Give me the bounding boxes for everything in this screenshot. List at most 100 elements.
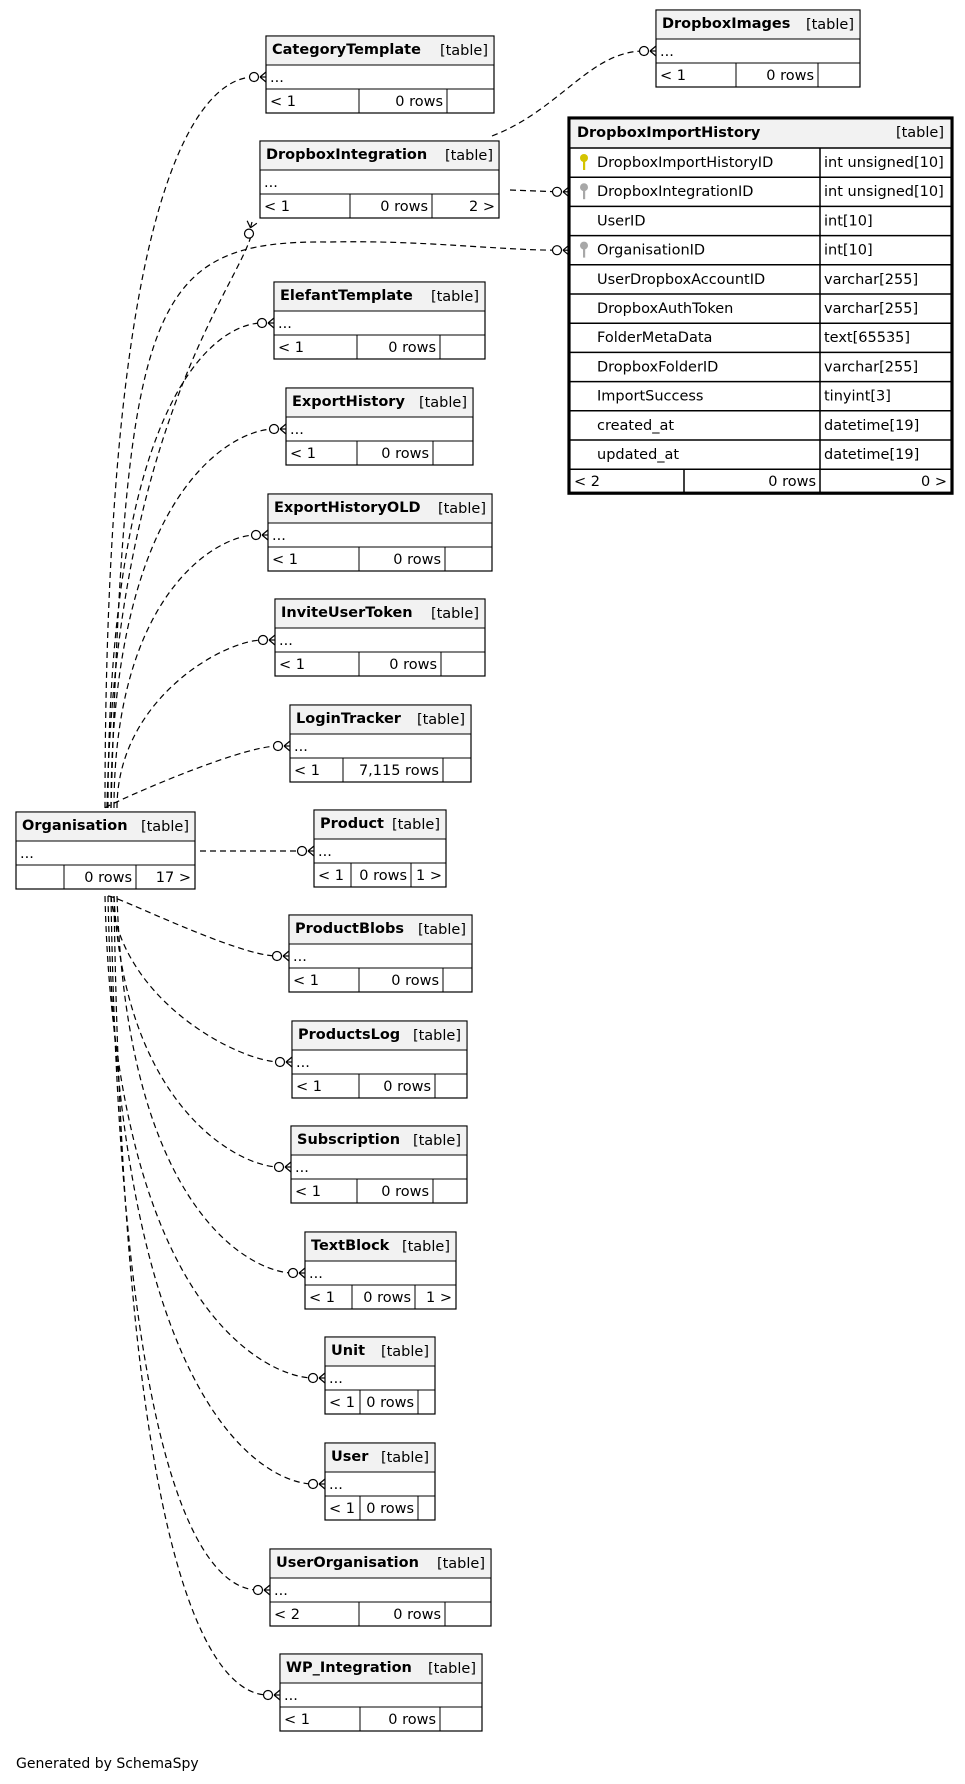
table-name: InviteUserToken [281, 605, 413, 621]
optional-circle [274, 1056, 286, 1068]
row-count: 0 rows [391, 973, 439, 989]
table-ellipsis: ... [264, 175, 278, 191]
crow-foot-userorganisation [252, 1584, 271, 1596]
crow-foot-line [284, 1166, 292, 1173]
edge-organisation-exporthistoryold [113, 534, 257, 809]
crow-foot-wpintegration [262, 1689, 281, 1701]
optional-circle [307, 1372, 319, 1384]
table-header-bg [290, 705, 471, 734]
column-type: datetime[19] [824, 447, 919, 463]
crow-foot-line [318, 1372, 326, 1379]
parents-count: < 1 [264, 199, 290, 215]
edge-organisation-wpintegration [113, 895, 269, 1696]
table-tag: [table] [417, 712, 465, 728]
table-tag: [table] [413, 1028, 461, 1044]
optional-circle [296, 845, 308, 857]
edge-dropboxintegration-dropboximages [491, 50, 645, 137]
table-ellipsis: ... [295, 1160, 309, 1176]
table-name: ProductBlobs [295, 921, 404, 937]
edge-organisation-user [107, 895, 314, 1485]
row-count: 7,115 rows [359, 763, 439, 779]
table-ellipsis: ... [660, 44, 674, 60]
crow-foot-inviteusertoken [257, 634, 276, 646]
edge-organisation-logintracker [104, 745, 279, 809]
parents-count: < 1 [284, 1712, 310, 1728]
table-ellipsis: ... [278, 316, 292, 332]
row-count: 0 rows [768, 474, 816, 490]
row-count: 0 rows [393, 1607, 441, 1623]
crow-foot-user [307, 1478, 326, 1490]
table-dropboximporthistory[interactable]: DropboxImportHistory[table]DropboxImport… [567, 116, 954, 495]
optional-circle [638, 45, 650, 57]
optional-circle [551, 186, 563, 197]
column-type: tinyint[3] [824, 389, 891, 405]
row-count: 0 rows [393, 552, 441, 568]
table-ellipsis: ... [296, 1055, 310, 1071]
parents-count: < 2 [274, 1607, 300, 1623]
table-tag: [table] [413, 1133, 461, 1149]
parents-count: < 1 [272, 552, 298, 568]
parents-count: < 1 [309, 1290, 335, 1306]
crow-foot-line [273, 1689, 281, 1696]
table-name: UserOrganisation [276, 1555, 419, 1571]
table-tag: [table] [418, 922, 466, 938]
optional-circle [271, 950, 283, 962]
column-name: FolderMetaData [597, 330, 712, 346]
crow-foot-line [279, 428, 287, 435]
table-ellipsis: ... [329, 1371, 343, 1387]
row-count: 0 rows [84, 870, 132, 886]
table-header-bg [280, 1654, 482, 1683]
table-tag: [table] [445, 148, 493, 164]
crow-foot-line [259, 71, 267, 78]
crow-foot-exporthistory [268, 423, 287, 435]
crow-foot-line [298, 1272, 306, 1279]
optional-circle [248, 71, 260, 83]
table-name: DropboxImages [662, 16, 790, 32]
column-type: varchar[255] [824, 359, 918, 375]
table-ellipsis: ... [20, 846, 34, 862]
table-name: LoginTracker [296, 711, 402, 727]
children-count: 17 > [156, 870, 191, 886]
optional-circle [252, 1584, 264, 1596]
crow-foot-line [249, 221, 253, 228]
crow-foot-line [263, 1584, 271, 1591]
table-tag: [table] [392, 817, 440, 833]
parents-count: < 1 [278, 340, 304, 356]
key-shaft [583, 160, 586, 170]
crow-foot-line [267, 322, 275, 329]
table-tag: [table] [896, 125, 944, 141]
edge-organisation-subscription [113, 895, 280, 1168]
crow-foot-line [318, 1478, 326, 1485]
row-count: 0 rows [359, 868, 407, 884]
